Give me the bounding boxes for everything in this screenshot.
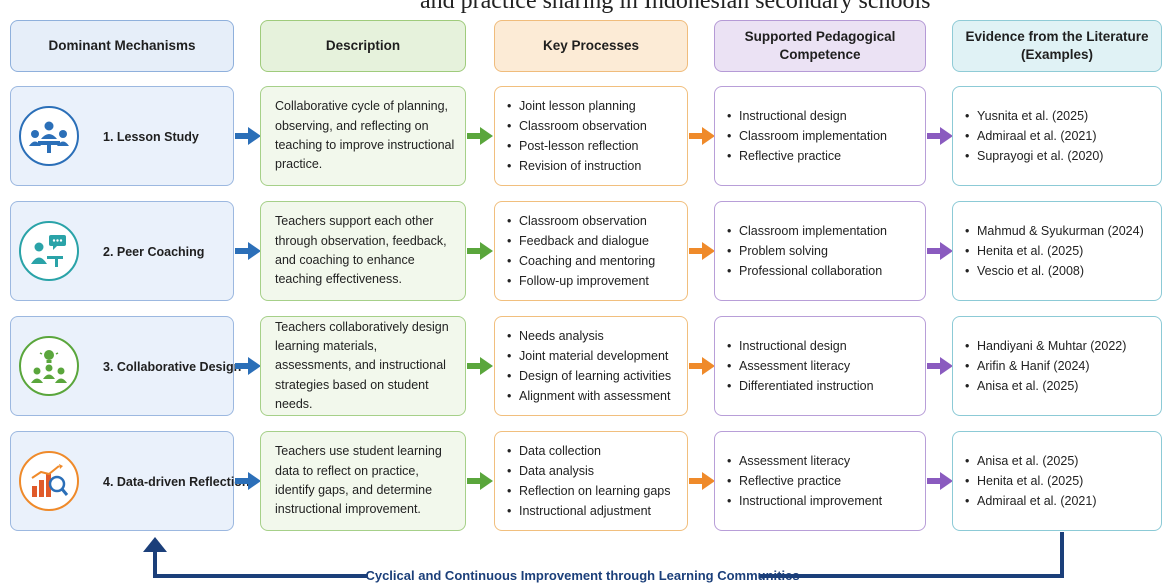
evidence-item: Henita et al. (2025) — [965, 241, 1144, 261]
description-card: Teachers support each other through obse… — [260, 201, 466, 301]
header-supported-competence: Supported Pedagogical Competence — [714, 20, 926, 72]
mechanism-card-data-driven-reflection: 4. Data-driven Reflection — [10, 431, 250, 531]
processes-card: Classroom observation Feedback and dialo… — [494, 201, 688, 301]
cut-off-caption-text: and practice sharing in Indonesian secon… — [420, 0, 931, 14]
process-item: Revision of instruction — [507, 156, 647, 176]
evidence-item: Vescio et al. (2008) — [965, 261, 1144, 281]
competence-item: Instructional design — [727, 106, 887, 126]
mechanism-card-collaborative-design: 3. Collaborative Design — [10, 316, 241, 416]
arrow-right-icon — [235, 472, 261, 490]
arrow-right-icon — [689, 127, 715, 145]
evidence-item: Mahmud & Syukurman (2024) — [965, 221, 1144, 241]
mechanism-label: 4. Data-driven Reflection — [103, 475, 250, 489]
competence-item: Professional collaboration — [727, 261, 887, 281]
processes-card: Joint lesson planning Classroom observat… — [494, 86, 688, 186]
competence-card: Instructional design Assessment literacy… — [714, 316, 926, 416]
evidence-item: Anisa et al. (2025) — [965, 451, 1097, 471]
competence-card: Classroom implementation Problem solving… — [714, 201, 926, 301]
process-item: Alignment with assessment — [507, 386, 671, 406]
arrow-right-icon — [467, 242, 493, 260]
arrow-right-icon — [689, 242, 715, 260]
evidence-item: Yusnita et al. (2025) — [965, 106, 1103, 126]
competence-item: Differentiated instruction — [727, 376, 874, 396]
evidence-item: Arifin & Hanif (2024) — [965, 356, 1126, 376]
evidence-item: Handiyani & Muhtar (2022) — [965, 336, 1126, 356]
coaching-dialogue-icon — [19, 221, 79, 281]
arrow-right-icon — [927, 472, 953, 490]
process-item: Instructional adjustment — [507, 501, 671, 521]
mechanism-card-peer-coaching: 2. Peer Coaching — [10, 201, 234, 301]
data-analysis-icon — [19, 451, 79, 511]
arrow-right-icon — [235, 127, 261, 145]
competence-item: Classroom implementation — [727, 221, 887, 241]
meeting-group-icon — [19, 106, 79, 166]
competence-card: Assessment literacy Reflective practice … — [714, 431, 926, 531]
description-card: Teachers collaboratively design learning… — [260, 316, 466, 416]
competence-item: Instructional design — [727, 336, 874, 356]
arrow-right-icon — [467, 127, 493, 145]
process-item: Classroom observation — [507, 116, 647, 136]
arrow-right-icon — [927, 242, 953, 260]
evidence-card: Handiyani & Muhtar (2022) Arifin & Hanif… — [952, 316, 1162, 416]
arrow-right-icon — [235, 242, 261, 260]
description-card: Collaborative cycle of planning, observi… — [260, 86, 466, 186]
header-dominant-mechanisms: Dominant Mechanisms — [10, 20, 234, 72]
evidence-card: Anisa et al. (2025) Henita et al. (2025)… — [952, 431, 1162, 531]
cyclical-improvement-label: Cyclical and Continuous Improvement thro… — [365, 568, 800, 583]
process-item: Follow-up improvement — [507, 271, 655, 291]
header-description: Description — [260, 20, 466, 72]
evidence-item: Admiraal et al. (2021) — [965, 491, 1097, 511]
processes-card: Needs analysis Joint material developmen… — [494, 316, 688, 416]
competence-item: Assessment literacy — [727, 356, 874, 376]
team-idea-icon — [19, 336, 79, 396]
evidence-item: Henita et al. (2025) — [965, 471, 1097, 491]
evidence-card: Yusnita et al. (2025) Admiraal et al. (2… — [952, 86, 1162, 186]
evidence-item: Suprayogi et al. (2020) — [965, 146, 1103, 166]
arrow-right-icon — [689, 357, 715, 375]
arrow-right-icon — [927, 357, 953, 375]
arrow-right-icon — [927, 127, 953, 145]
mechanism-card-lesson-study: 1. Lesson Study — [10, 86, 234, 186]
competence-item: Instructional improvement — [727, 491, 882, 511]
process-item: Feedback and dialogue — [507, 231, 655, 251]
evidence-card: Mahmud & Syukurman (2024) Henita et al. … — [952, 201, 1162, 301]
process-item: Joint lesson planning — [507, 96, 647, 116]
mechanism-label: 1. Lesson Study — [103, 130, 199, 144]
arrow-right-icon — [467, 472, 493, 490]
competence-item: Reflective practice — [727, 146, 887, 166]
description-card: Teachers use student learning data to re… — [260, 431, 466, 531]
competence-item: Classroom implementation — [727, 126, 887, 146]
arrow-right-icon — [467, 357, 493, 375]
process-item: Joint material development — [507, 346, 671, 366]
process-item: Post-lesson reflection — [507, 136, 647, 156]
process-item: Coaching and mentoring — [507, 251, 655, 271]
competence-card: Instructional design Classroom implement… — [714, 86, 926, 186]
competence-item: Reflective practice — [727, 471, 882, 491]
mechanism-label: 2. Peer Coaching — [103, 245, 205, 259]
evidence-item: Anisa et al. (2025) — [965, 376, 1126, 396]
header-key-processes: Key Processes — [494, 20, 688, 72]
competence-item: Assessment literacy — [727, 451, 882, 471]
competence-item: Problem solving — [727, 241, 887, 261]
process-item: Needs analysis — [507, 326, 671, 346]
processes-card: Data collection Data analysis Reflection… — [494, 431, 688, 531]
process-item: Reflection on learning gaps — [507, 481, 671, 501]
header-evidence-literature: Evidence from the Literature (Examples) — [952, 20, 1162, 72]
arrow-right-icon — [689, 472, 715, 490]
mechanism-label: 3. Collaborative Design — [103, 360, 242, 374]
evidence-item: Admiraal et al. (2021) — [965, 126, 1103, 146]
process-item: Classroom observation — [507, 211, 655, 231]
arrow-right-icon — [235, 357, 261, 375]
process-item: Data collection — [507, 441, 671, 461]
process-item: Data analysis — [507, 461, 671, 481]
process-item: Design of learning activities — [507, 366, 671, 386]
